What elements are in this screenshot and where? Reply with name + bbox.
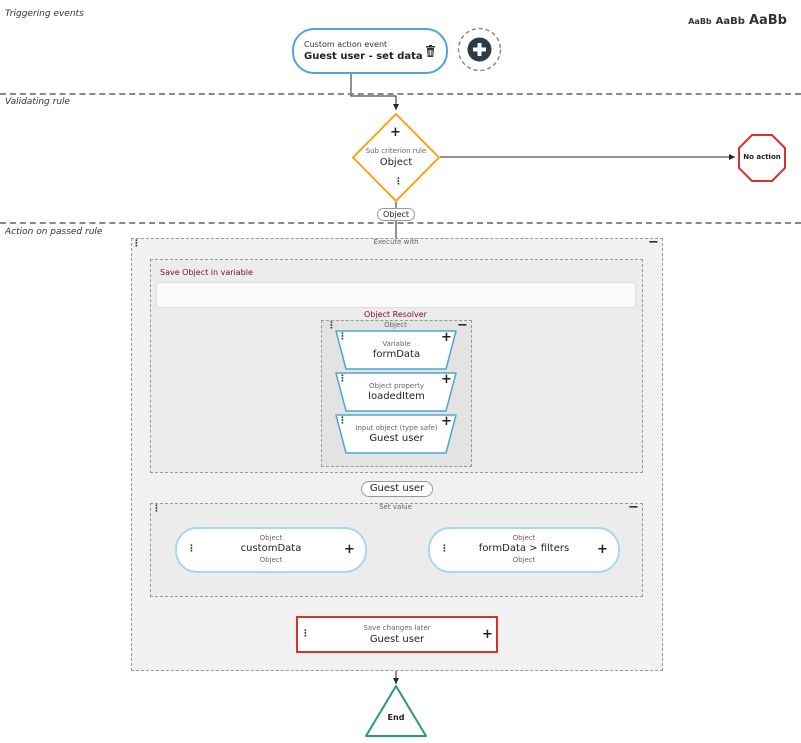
- item-subtitle: Input object (type safe): [355, 424, 438, 432]
- resolver-menu-icon[interactable]: ⋮: [327, 321, 336, 331]
- save-changes-subtitle: Save changes later: [363, 624, 431, 632]
- set-value-header: Set value: [379, 503, 412, 511]
- execute-with-label: Execute with: [373, 238, 419, 246]
- item-subtitle: Variable: [382, 340, 411, 348]
- font-size-medium[interactable]: AaBb: [715, 16, 745, 27]
- item-title: loadedItem: [368, 391, 425, 402]
- end-label: End: [387, 713, 405, 722]
- section-label-triggering: Triggering events: [5, 9, 84, 19]
- no-action-label: No action: [743, 153, 781, 161]
- no-action-node[interactable]: [737, 133, 787, 183]
- target-title: customData: [240, 543, 302, 554]
- guest-user-tag: Guest user: [361, 481, 433, 497]
- save-changes-menu-icon[interactable]: ⋮: [301, 629, 310, 639]
- object-type-tag: Object: [377, 208, 415, 221]
- save-changes-title: Guest user: [369, 634, 425, 645]
- source-menu-icon[interactable]: ⋮: [440, 544, 449, 554]
- section-divider: [0, 222, 801, 224]
- section-label-action: Action on passed rule: [5, 227, 103, 237]
- set-value-menu-icon[interactable]: ⋮: [152, 504, 161, 514]
- add-trigger-button[interactable]: [457, 27, 502, 72]
- target-bottom-label: Object: [259, 556, 283, 564]
- execute-menu-icon[interactable]: ⋮: [132, 239, 141, 249]
- item-title: formData: [372, 349, 421, 360]
- rule-title: Object: [379, 157, 413, 168]
- section-label-validating: Validating rule: [5, 97, 71, 107]
- variable-name-input[interactable]: [156, 282, 636, 308]
- font-size-large[interactable]: AaBb: [748, 13, 787, 28]
- set-value-source[interactable]: ⋮ + Object formData > filters Object: [428, 527, 620, 573]
- save-changes-add-icon[interactable]: +: [482, 627, 493, 642]
- rule-add-icon[interactable]: +: [390, 125, 401, 140]
- resolver-item-input-object[interactable]: ⋮ + Input object (type safe) Guest user: [334, 414, 459, 454]
- item-add-icon[interactable]: +: [441, 372, 452, 387]
- rule-menu-icon[interactable]: ⋮: [394, 177, 403, 187]
- trigger-title: Guest user - set data: [304, 51, 423, 62]
- item-menu-icon[interactable]: ⋮: [338, 332, 347, 342]
- font-size-small[interactable]: AaBb: [688, 17, 712, 26]
- target-add-icon[interactable]: +: [344, 542, 355, 557]
- item-add-icon[interactable]: +: [441, 330, 452, 345]
- target-top-label: Object: [259, 534, 283, 542]
- collapse-execute-icon[interactable]: −: [648, 235, 659, 250]
- section-divider: [0, 93, 801, 95]
- end-node[interactable]: [364, 684, 428, 738]
- save-changes-node[interactable]: ⋮ + Save changes later Guest user: [296, 616, 498, 653]
- resolver-title: Object Resolver: [364, 310, 427, 319]
- rule-subtitle: Sub criterion rule: [365, 147, 427, 155]
- resolver-shapes: [335, 330, 457, 454]
- source-bottom-label: Object: [512, 556, 536, 564]
- source-title: formData > filters: [478, 543, 570, 554]
- source-add-icon[interactable]: +: [597, 542, 608, 557]
- target-menu-icon[interactable]: ⋮: [187, 544, 196, 554]
- set-value-target[interactable]: ⋮ + Object customData Object: [175, 527, 367, 573]
- source-top-label: Object: [512, 534, 536, 542]
- collapse-resolver-icon[interactable]: −: [457, 318, 468, 333]
- resolver-header: Object: [384, 321, 407, 329]
- item-subtitle: Object property: [369, 382, 424, 390]
- trigger-subtitle: Custom action event: [304, 40, 388, 49]
- item-add-icon[interactable]: +: [441, 414, 452, 429]
- item-menu-icon[interactable]: ⋮: [338, 374, 347, 384]
- item-title: Guest user: [369, 433, 424, 444]
- collapse-set-value-icon[interactable]: −: [628, 500, 639, 515]
- resolver-item-variable[interactable]: ⋮ + Variable formData: [334, 330, 459, 370]
- rule-node[interactable]: [350, 112, 442, 203]
- connector-trigger-rule: [350, 72, 399, 110]
- trash-icon[interactable]: [425, 45, 436, 58]
- save-object-title: Save Object in variable: [160, 268, 253, 277]
- resolver-item-object-property[interactable]: ⋮ + Object property loadedItem: [334, 372, 459, 412]
- item-menu-icon[interactable]: ⋮: [338, 416, 347, 426]
- trigger-node[interactable]: Custom action event Guest user - set dat…: [292, 28, 448, 74]
